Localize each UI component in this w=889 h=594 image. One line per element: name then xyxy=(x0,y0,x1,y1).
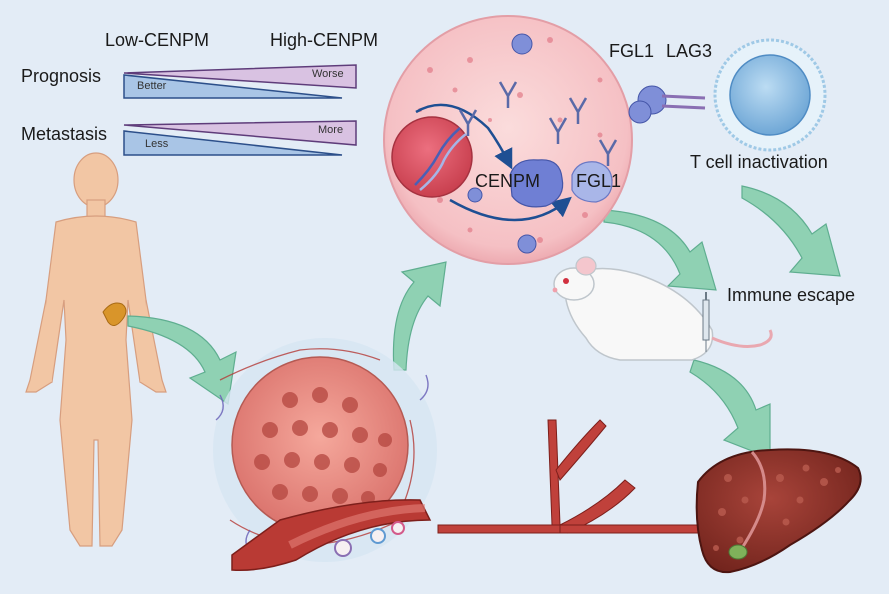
cancer-cell xyxy=(383,15,706,265)
prognosis-worse-wedge xyxy=(123,64,357,89)
t-cell xyxy=(713,38,827,152)
metastasis-less-word: Less xyxy=(145,138,169,150)
arrow-mouse-to-liver xyxy=(689,359,771,459)
t-cell-inactivation-label: T cell inactivation xyxy=(690,152,828,172)
low-cenpm-header: Low-CENPM xyxy=(105,30,210,50)
high-cenpm-header: High-CENPM xyxy=(270,30,379,50)
cenpm-label: CENPM xyxy=(475,171,541,191)
blood-vessel xyxy=(231,419,701,572)
prognosis-better-word: Better xyxy=(137,80,167,92)
metastasis-wedges xyxy=(123,120,357,156)
prognosis-wedges xyxy=(123,64,357,99)
metastasis-more-wedge xyxy=(123,120,357,146)
prognosis-worse-word: Worse xyxy=(312,68,344,80)
prognosis-better-wedge xyxy=(123,74,343,99)
arrow-tumor-to-cell xyxy=(392,261,447,371)
metastasis-label: Metastasis xyxy=(21,124,108,144)
metastasis-more-word: More xyxy=(318,124,344,136)
liver xyxy=(695,448,862,574)
lag3-label: LAG3 xyxy=(666,41,713,61)
fgl1-lag3-link xyxy=(661,94,706,110)
metastasis-less-wedge xyxy=(123,130,343,156)
immune-escape-label: Immune escape xyxy=(727,285,856,305)
fgl1-protein xyxy=(571,161,613,203)
syringe-icon xyxy=(702,292,710,352)
arrow-cell-to-mouse xyxy=(603,209,717,291)
fgl1-label: FGL1 xyxy=(576,171,622,191)
prognosis-label: Prognosis xyxy=(21,66,102,86)
green-arrows xyxy=(127,185,841,459)
mouse xyxy=(552,256,773,361)
cenpm-protein xyxy=(509,159,564,208)
pancreas-icon xyxy=(102,302,127,326)
ribosomes xyxy=(467,33,667,254)
fgl1-top-label: FGL1 xyxy=(609,41,655,61)
arrow-tcell-to-escape xyxy=(741,185,841,277)
dna-helix-icon xyxy=(414,127,467,191)
antibodies xyxy=(458,81,618,166)
human-body xyxy=(25,152,167,547)
